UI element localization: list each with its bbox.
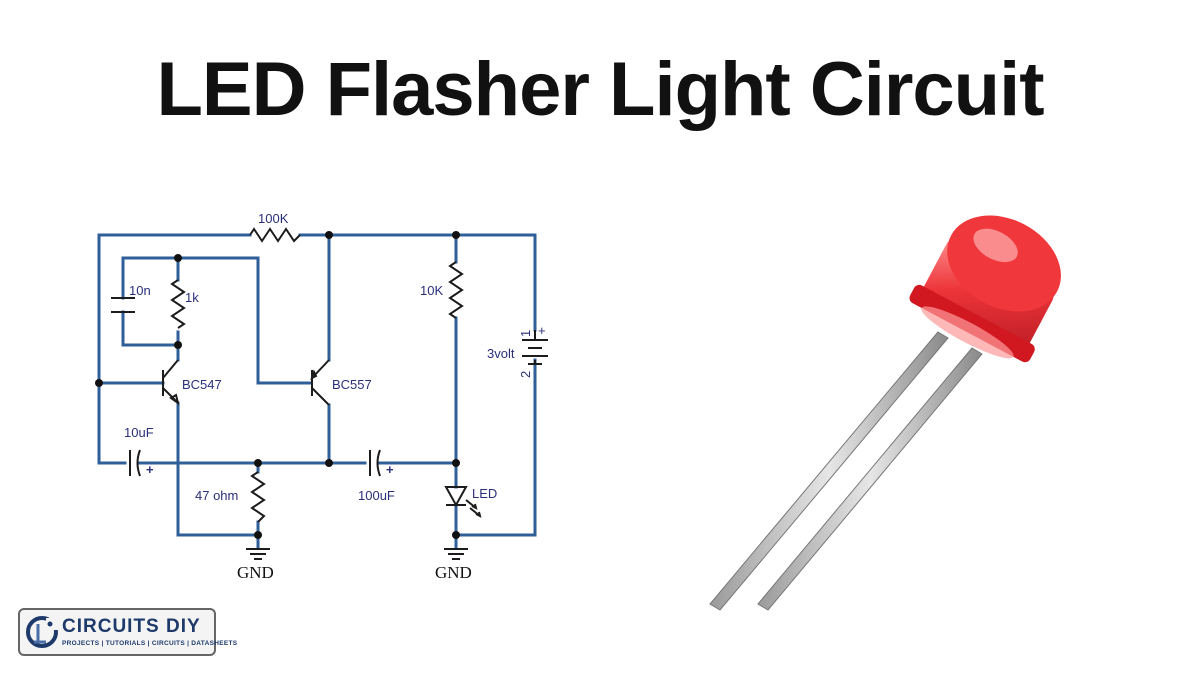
label-bc547: BC547: [182, 377, 222, 392]
label-battery-plus: +: [538, 323, 546, 338]
label-100uf: 100uF: [358, 488, 395, 503]
label-3volt: 3volt: [487, 346, 515, 361]
label-gnd-left: GND: [237, 563, 274, 582]
logo-tagline: PROJECTS | TUTORIALS | CIRCUITS | DATASH…: [62, 640, 238, 647]
red-led-icon: [709, 215, 1061, 611]
label-1k: 1k: [185, 290, 199, 305]
label-bc557: BC557: [332, 377, 372, 392]
capacitor-10uf: 10uF +: [124, 425, 154, 477]
circuit-logo-icon: [26, 616, 58, 648]
ground-left: GND: [237, 548, 274, 582]
junction-dots: [95, 231, 460, 539]
label-10k: 10K: [420, 283, 443, 298]
transistor-bc547: BC547: [162, 359, 222, 406]
logo-name: CIRCUITS DIY: [62, 616, 201, 637]
wires: [97, 233, 537, 550]
label-10uf-plus: +: [146, 462, 154, 477]
transistor-bc557: BC557: [310, 359, 372, 406]
ground-right: GND: [435, 548, 472, 582]
label-47-ohm: 47 ohm: [195, 488, 238, 503]
page-title: LED Flasher Light Circuit: [156, 47, 1044, 132]
label-10n: 10n: [129, 283, 151, 298]
label-led: LED: [472, 486, 497, 501]
label-gnd-right: GND: [435, 563, 472, 582]
resistor-100k: 100K: [249, 211, 301, 243]
label-battery-pin1: 1: [518, 330, 533, 337]
circuits-diy-logo[interactable]: CIRCUITS DIY PROJECTS | TUTORIALS | CIRC…: [18, 608, 237, 656]
resistor-10k: 10K: [420, 261, 464, 319]
label-battery-pin2: 2: [518, 371, 533, 378]
label-100uf-plus: +: [386, 462, 394, 477]
led-symbol: LED: [444, 486, 497, 518]
resistor-1k: 1k: [170, 279, 199, 329]
label-10uf: 10uF: [124, 425, 154, 440]
capacitor-100uf: 100uF +: [358, 449, 395, 503]
resistor-47-ohm: 47 ohm: [195, 471, 266, 523]
capacitor-10n: 10n: [111, 283, 151, 313]
battery-3volt: 3volt + 1 2: [487, 323, 548, 378]
label-100k: 100K: [258, 211, 289, 226]
